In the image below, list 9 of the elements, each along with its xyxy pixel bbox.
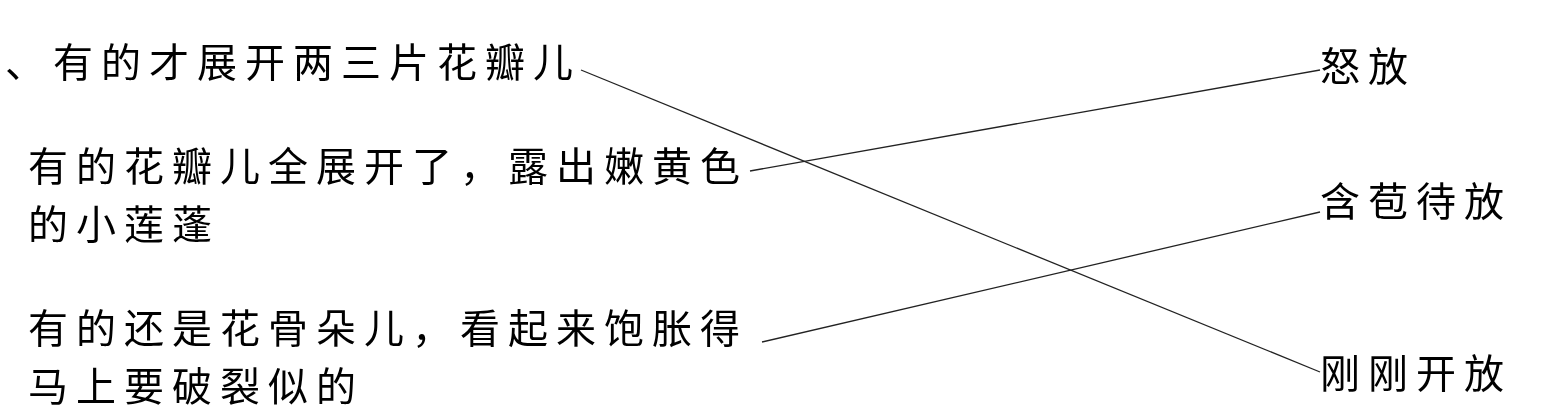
term-text: 怒放 [1320,38,1416,96]
term-text: 刚刚开放 [1320,345,1512,403]
connector-line [761,211,1321,343]
connector-line [749,69,1321,172]
term-text: 含苞待放 [1320,173,1512,231]
phrase-text: 有的花瓣儿全展开了，露出嫩黄色的小莲蓬 [28,138,750,254]
phrase-text: 有的还是花骨朵儿，看起来饱胀得马上要破裂似的 [28,300,762,416]
phrase-text: 、有的才展开两三片花瓣儿 [5,34,581,92]
connector-line [580,69,1321,373]
